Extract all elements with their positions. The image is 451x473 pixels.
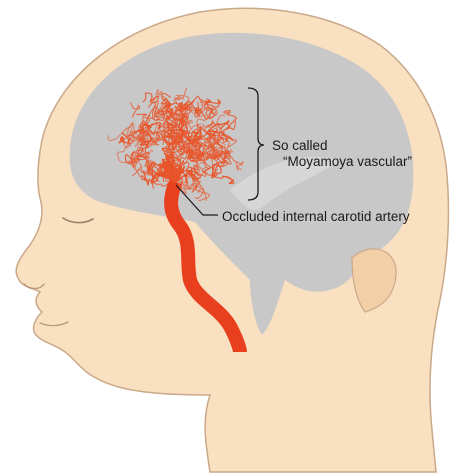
moyamoya-label-line-2: “Moyamoya vascular” [283,153,412,170]
occluded-artery-label: Occluded internal carotid artery [222,208,410,225]
moyamoya-label-line-1: So called [272,137,328,154]
